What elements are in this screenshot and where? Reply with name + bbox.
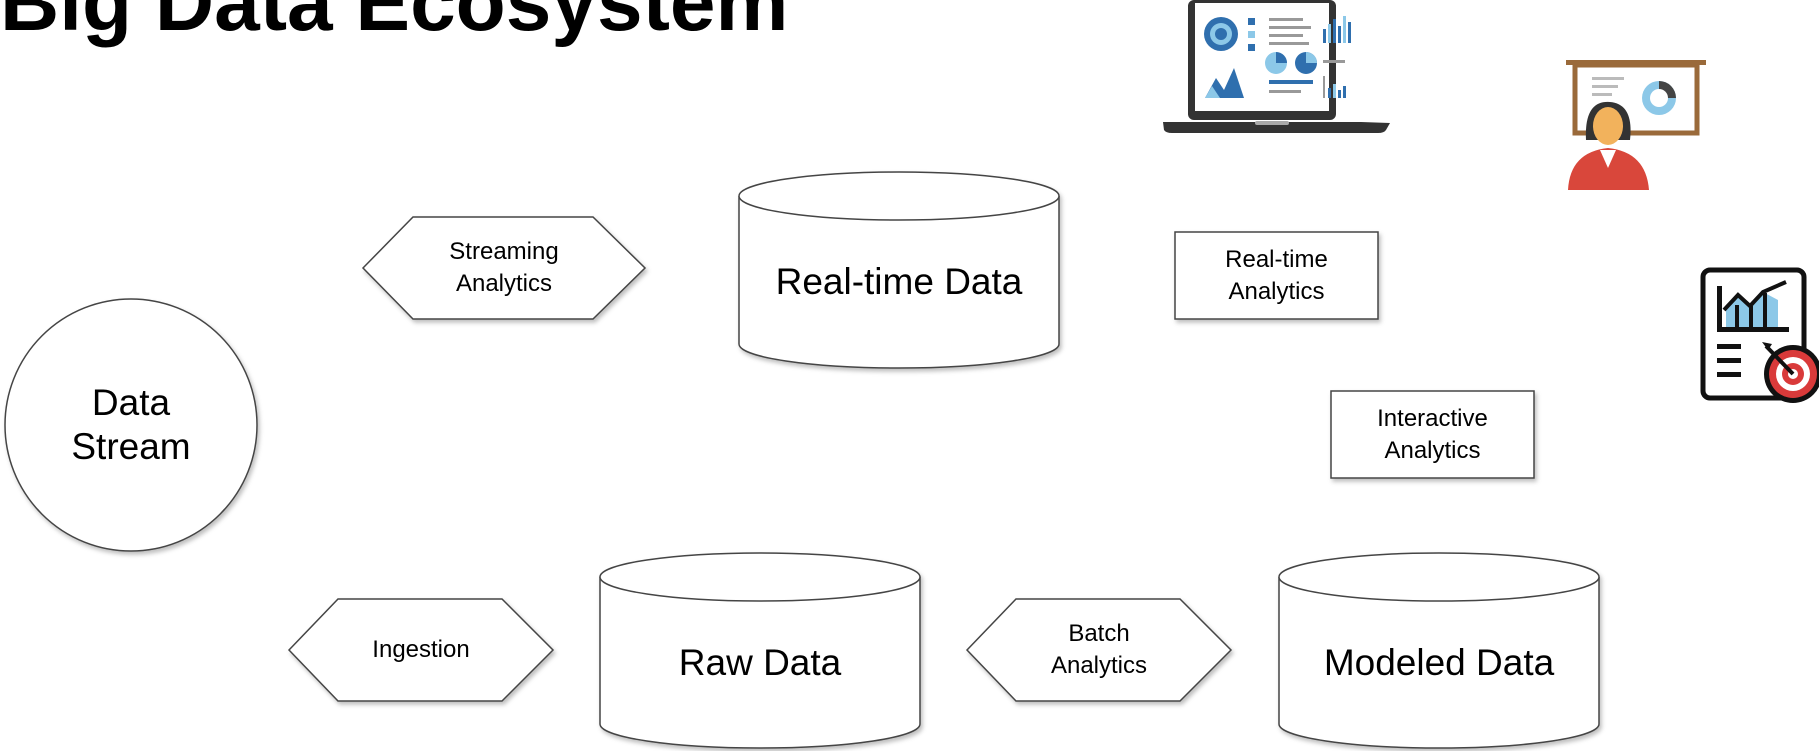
data-stream-line1: Data bbox=[91, 382, 171, 423]
interactive-analytics-line1: Interactive bbox=[1377, 405, 1488, 432]
realtime-analytics-line1: Real-time bbox=[1225, 246, 1328, 273]
batch-analytics-line1: Batch bbox=[1068, 620, 1130, 647]
interactive-analytics-node bbox=[1330, 390, 1535, 479]
modeled-data-label: Modeled Data bbox=[1323, 642, 1555, 683]
batch-analytics-label: Batch Analytics bbox=[999, 618, 1199, 682]
realtime-data-node bbox=[738, 171, 1060, 369]
ingestion-label: Ingestion bbox=[372, 636, 470, 663]
presenter-icon bbox=[1566, 60, 1706, 190]
data-stream-label: Data Stream bbox=[31, 381, 231, 469]
data-stream-line2: Stream bbox=[71, 426, 191, 467]
modeled-data-node bbox=[1278, 552, 1600, 749]
streaming-analytics-line1: Streaming bbox=[449, 238, 559, 265]
ingestion-node bbox=[287, 598, 555, 702]
raw-data-node bbox=[599, 552, 921, 749]
raw-data-label: Raw Data bbox=[678, 642, 842, 683]
diagram-title: Big Data Ecosystem bbox=[0, 0, 789, 48]
batch-analytics-line2: Analytics bbox=[1050, 652, 1148, 679]
report-target-icon bbox=[1700, 267, 1819, 403]
realtime-analytics-label: Real-time Analytics bbox=[1175, 244, 1378, 308]
interactive-analytics-label: Interactive Analytics bbox=[1331, 403, 1534, 467]
laptop-dashboard-icon bbox=[1163, 0, 1390, 133]
streaming-analytics-label: Streaming Analytics bbox=[404, 236, 604, 300]
realtime-data-label: Real-time Data bbox=[775, 261, 1023, 302]
streaming-analytics-node bbox=[361, 216, 647, 320]
batch-analytics-node bbox=[965, 598, 1233, 702]
streaming-analytics-line2: Analytics bbox=[455, 270, 553, 297]
realtime-analytics-node bbox=[1174, 231, 1379, 320]
interactive-analytics-line2: Analytics bbox=[1384, 437, 1481, 464]
data-stream-node bbox=[4, 298, 258, 552]
realtime-analytics-line2: Analytics bbox=[1228, 278, 1325, 305]
